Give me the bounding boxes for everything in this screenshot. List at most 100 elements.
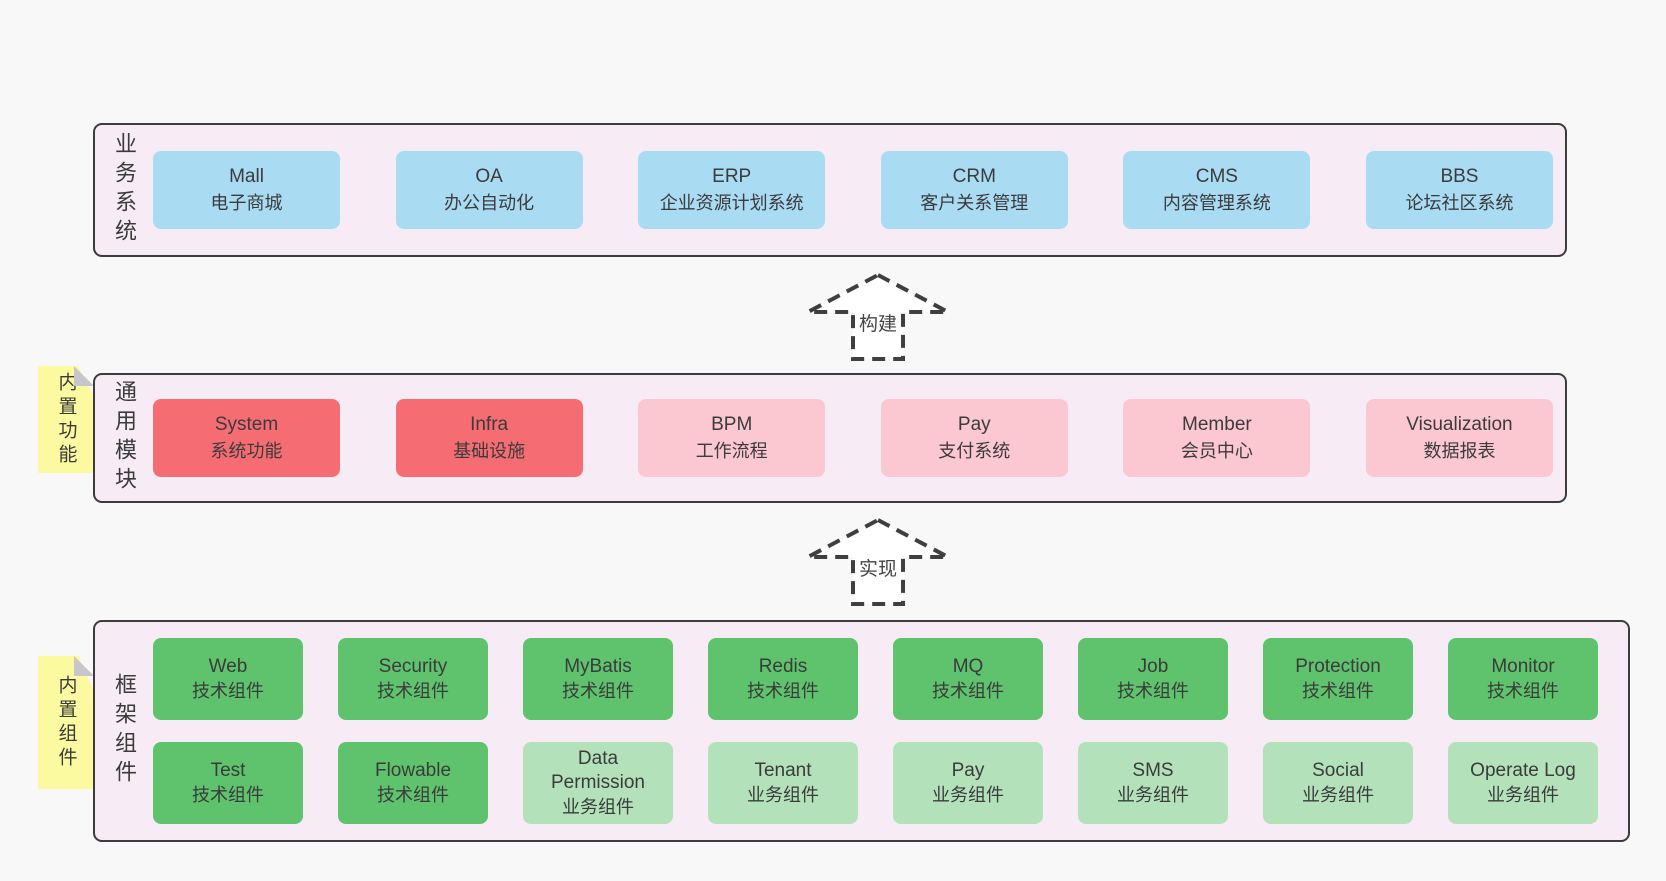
diagram-node-tenant: Tenant 业务组件 — [708, 742, 858, 824]
diagram-node-protection: Protection 技术组件 — [1263, 638, 1413, 720]
node-title: Mall — [229, 166, 264, 187]
node-title: Test — [210, 760, 246, 781]
node-title: Job — [1137, 656, 1169, 677]
node-subtitle: 数据报表 — [1423, 441, 1496, 461]
node-title: CRM — [952, 166, 996, 187]
diagram-node-crm: CRM 客户关系管理 — [880, 151, 1068, 229]
implement-arrow: 实现 — [803, 517, 953, 607]
layer-label-components: 框架组件 — [112, 673, 137, 789]
node-title: Tenant — [754, 760, 812, 781]
node-title: Operate Log — [1470, 760, 1576, 781]
folded-corner-icon — [74, 366, 94, 386]
node-title: Redis — [758, 656, 808, 677]
node-title: CMS — [1195, 166, 1238, 187]
node-subtitle: 技术组件 — [1302, 681, 1374, 701]
node-subtitle: 技术组件 — [562, 681, 634, 701]
node-title: Pay — [957, 414, 991, 435]
layer-common-modules: 通用模块 System 系统功能 Infra 基础设施 BPM 工作流程 Pay… — [93, 373, 1567, 503]
diagram-node-data-permission: Data Permission 业务组件 — [523, 742, 673, 824]
folded-corner-icon — [74, 656, 94, 676]
node-title: Flowable — [374, 760, 452, 781]
node-subtitle: 业务组件 — [747, 785, 819, 805]
node-subtitle: 企业资源计划系统 — [659, 193, 804, 213]
node-subtitle: 电子商城 — [210, 193, 283, 213]
node-title: BBS — [1440, 166, 1479, 187]
node-title: Web — [208, 656, 248, 677]
node-title: Social — [1312, 760, 1364, 781]
layer-label-business: 业务系统 — [112, 132, 137, 248]
node-title: Pay — [951, 760, 985, 781]
diagram-node-social: Social 业务组件 — [1263, 742, 1413, 824]
diagram-node-bpm: BPM 工作流程 — [638, 399, 826, 477]
diagram-node-infra: Infra 基础设施 — [395, 399, 583, 477]
layer-business-systems: 业务系统 Mall 电子商城 OA 办公自动化 ERP 企业资源计划系统 CRM… — [93, 123, 1567, 257]
node-subtitle: 系统功能 — [210, 441, 283, 461]
node-subtitle: 技术组件 — [747, 681, 819, 701]
node-title: ERP — [712, 166, 752, 187]
node-title: Monitor — [1491, 656, 1555, 677]
layer-label-modules: 通用模块 — [112, 380, 137, 496]
diagram-node-security: Security 技术组件 — [338, 638, 488, 720]
component-boxes-row1: Web 技术组件 Security 技术组件 MyBatis 技术组件 Redi… — [153, 638, 1598, 720]
node-subtitle: 客户关系管理 — [920, 193, 1029, 213]
node-title: Infra — [470, 414, 509, 435]
diagram-node-job: Job 技术组件 — [1078, 638, 1228, 720]
node-title: System — [214, 414, 279, 435]
node-subtitle: 技术组件 — [377, 681, 449, 701]
node-subtitle: 技术组件 — [192, 681, 264, 701]
sticky-note-text: 内置功能 — [55, 371, 77, 468]
component-boxes-row2: Test 技术组件 Flowable 技术组件 Data Permission … — [153, 742, 1598, 824]
sticky-note-built-in-components: 内置组件 — [38, 656, 94, 789]
diagram-node-sms: SMS 业务组件 — [1078, 742, 1228, 824]
node-subtitle: 办公自动化 — [444, 193, 535, 213]
node-subtitle: 技术组件 — [1487, 681, 1559, 701]
diagram-node-cms: CMS 内容管理系统 — [1123, 151, 1311, 229]
diagram-node-redis: Redis 技术组件 — [708, 638, 858, 720]
node-title: Data Permission — [551, 748, 645, 793]
module-boxes: System 系统功能 Infra 基础设施 BPM 工作流程 Pay 支付系统… — [153, 375, 1565, 501]
diagram-node-pay: Pay 支付系统 — [880, 399, 1068, 477]
build-arrow-label: 构建 — [856, 309, 900, 336]
sticky-note-text: 内置组件 — [55, 674, 77, 771]
node-subtitle: 技术组件 — [932, 681, 1004, 701]
diagram-node-oa: OA 办公自动化 — [395, 151, 583, 229]
node-subtitle: 技术组件 — [192, 785, 264, 805]
node-subtitle: 会员中心 — [1180, 441, 1253, 461]
node-subtitle: 业务组件 — [562, 797, 634, 817]
node-title: Visualization — [1406, 414, 1513, 435]
implement-arrow-label: 实现 — [856, 554, 900, 581]
node-subtitle: 基础设施 — [453, 441, 526, 461]
node-subtitle: 工作流程 — [695, 441, 768, 461]
node-title: MyBatis — [564, 656, 632, 677]
node-subtitle: 内容管理系统 — [1162, 193, 1271, 213]
component-box-rows: Web 技术组件 Security 技术组件 MyBatis 技术组件 Redi… — [153, 622, 1628, 840]
diagram-node-web: Web 技术组件 — [153, 638, 303, 720]
diagram-node-flowable: Flowable 技术组件 — [338, 742, 488, 824]
node-title: OA — [475, 166, 503, 187]
node-title: SMS — [1132, 760, 1174, 781]
diagram-node-erp: ERP 企业资源计划系统 — [638, 151, 826, 229]
node-title: Protection — [1295, 656, 1381, 677]
node-subtitle: 论坛社区系统 — [1405, 193, 1514, 213]
node-subtitle: 业务组件 — [1302, 785, 1374, 805]
diagram-node-member: Member 会员中心 — [1123, 399, 1311, 477]
node-title: BPM — [711, 414, 753, 435]
node-subtitle: 业务组件 — [932, 785, 1004, 805]
node-title: Member — [1182, 414, 1252, 435]
diagram-node-mq: MQ 技术组件 — [893, 638, 1043, 720]
node-title: Security — [378, 656, 448, 677]
diagram-node-bbs: BBS 论坛社区系统 — [1365, 151, 1553, 229]
layer-framework-components: 框架组件 Web 技术组件 Security 技术组件 MyBatis 技术组件… — [93, 620, 1630, 842]
diagram-node-operate-log: Operate Log 业务组件 — [1448, 742, 1598, 824]
node-title: MQ — [952, 656, 984, 677]
diagram-node-system: System 系统功能 — [153, 399, 340, 477]
sticky-note-built-in-functions: 内置功能 — [38, 366, 94, 473]
node-subtitle: 业务组件 — [1117, 785, 1189, 805]
diagram-node-visualization: Visualization 数据报表 — [1365, 399, 1553, 477]
diagram-node-monitor: Monitor 技术组件 — [1448, 638, 1598, 720]
node-subtitle: 支付系统 — [938, 441, 1011, 461]
diagram-node-mall: Mall 电子商城 — [153, 151, 340, 229]
node-subtitle: 技术组件 — [1117, 681, 1189, 701]
diagram-node-mybatis: MyBatis 技术组件 — [523, 638, 673, 720]
